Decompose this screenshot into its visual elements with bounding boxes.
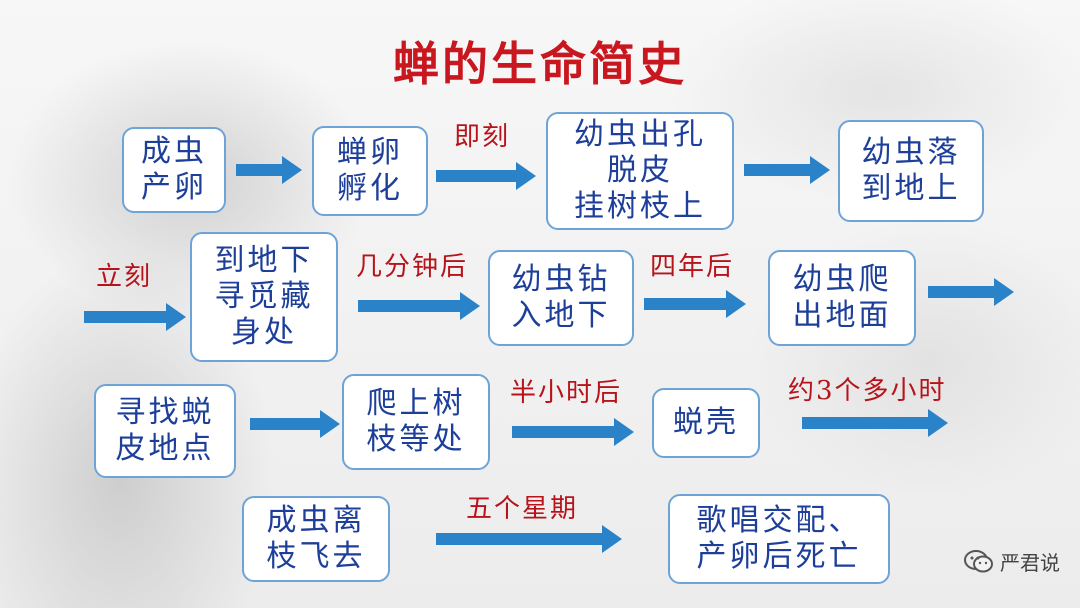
- stage-text: 蝉卵 孵化: [337, 135, 403, 206]
- flow-arrow: [236, 154, 302, 186]
- stage-box-molt: 蜕壳: [652, 388, 760, 458]
- stage-text: 成虫离 枝飞去: [266, 503, 366, 574]
- stage-box-larva-climbs-out: 幼虫爬 出地面: [768, 250, 916, 346]
- flow-arrow: [358, 290, 480, 322]
- stage-text: 蜕壳: [673, 405, 739, 440]
- flow-arrow: [84, 301, 186, 333]
- label-few-minutes: 几分钟后: [356, 252, 469, 282]
- stage-box-larva-emerges: 幼虫出孔 脱皮 挂树枝上: [546, 112, 734, 230]
- label-half-hour: 半小时后: [510, 378, 623, 408]
- watermark: 严君说: [964, 547, 1060, 576]
- stage-text: 幼虫钻 入地下: [511, 262, 611, 333]
- stage-text: 到地下 寻觅藏 身处: [214, 243, 314, 350]
- label-immediately: 即刻: [454, 122, 511, 152]
- watermark-text: 严君说: [1000, 551, 1060, 575]
- stage-box-larva-falls: 幼虫落 到地上: [838, 120, 984, 222]
- label-five-weeks: 五个星期: [466, 494, 579, 524]
- stage-text: 幼虫爬 出地面: [792, 262, 892, 333]
- stage-box-adult-flies-away: 成虫离 枝飞去: [242, 496, 390, 582]
- wechat-icon: [964, 549, 993, 572]
- flow-arrow: [928, 276, 1014, 308]
- stage-text: 幼虫落 到地上: [861, 135, 961, 206]
- flow-arrow: [744, 154, 830, 186]
- label-four-years: 四年后: [650, 252, 735, 282]
- stage-text: 歌唱交配、 产卵后死亡: [696, 503, 862, 574]
- stage-box-sing-mate-die: 歌唱交配、 产卵后死亡: [668, 494, 890, 584]
- label-at-once: 立刻: [96, 262, 153, 292]
- flow-arrow: [644, 288, 746, 320]
- stage-box-adult-lays-eggs: 成虫 产卵: [122, 127, 226, 213]
- flow-arrow: [436, 523, 622, 555]
- stage-text: 爬上树 枝等处: [366, 386, 466, 457]
- stage-text: 幼虫出孔 脱皮 挂树枝上: [574, 117, 706, 224]
- stage-box-larva-burrows: 幼虫钻 入地下: [488, 250, 634, 346]
- stage-text: 成虫 产卵: [141, 134, 207, 205]
- stage-box-find-hiding-place: 到地下 寻觅藏 身处: [190, 232, 338, 362]
- stage-text: 寻找蜕 皮地点: [115, 395, 215, 466]
- stage-box-find-molting-spot: 寻找蜕 皮地点: [94, 384, 236, 478]
- page-title: 蝉的生命简史: [393, 37, 687, 91]
- flow-arrow: [436, 160, 536, 192]
- flow-arrow: [512, 416, 634, 448]
- label-three-hours: 约3个多小时: [788, 376, 947, 406]
- stage-box-eggs-hatch: 蝉卵 孵化: [312, 126, 428, 216]
- stage-box-climb-tree: 爬上树 枝等处: [342, 374, 490, 470]
- flow-arrow: [250, 408, 340, 440]
- flow-arrow: [802, 407, 948, 439]
